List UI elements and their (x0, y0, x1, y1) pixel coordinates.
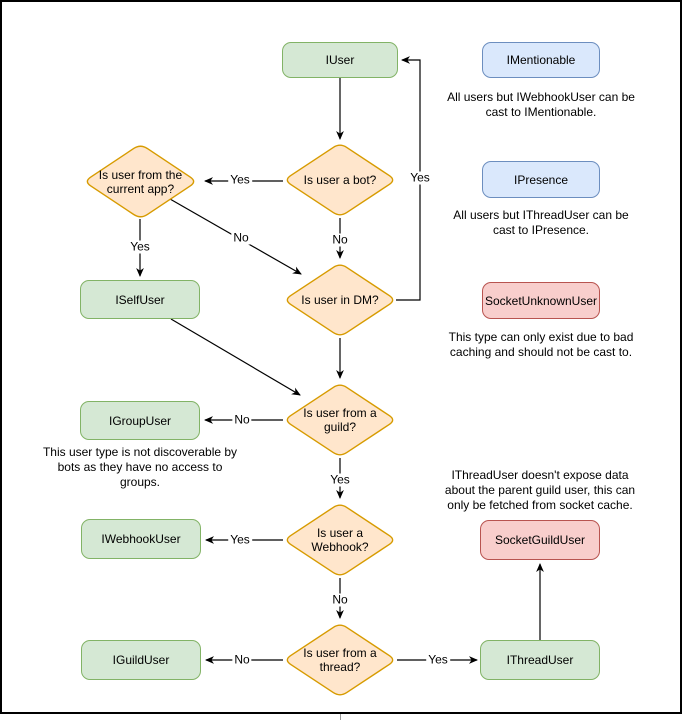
note-ithreaduser: IThreadUser doesn't expose data about th… (444, 468, 636, 512)
node-ithreaduser: IThreadUser (480, 640, 600, 680)
node-igroupuser: IGroupUser (80, 401, 200, 440)
edge-label-guild-no: No (232, 412, 252, 427)
node-iguilduser: IGuildUser (81, 640, 201, 680)
decision-is-user-a-bot-label: Is user a bot? (303, 173, 377, 187)
diamond-shape-icon (86, 145, 195, 218)
note-ipresence: All users but IThreadUser can be cast to… (453, 208, 629, 237)
node-iguilduser-label: IGuildUser (112, 653, 170, 667)
edge-label-bot-no: No (330, 232, 350, 247)
diamond-shape-icon (286, 624, 394, 696)
edge-label-bot-yes: Yes (228, 172, 252, 187)
node-iuser: IUser (282, 42, 398, 78)
decision-is-user-from-current-app: Is user from the current app? (83, 143, 198, 220)
node-igroupuser-label: IGroupUser (108, 413, 172, 428)
node-iselfuser: ISelfUser (80, 280, 200, 319)
node-iselfuser-label: ISelfUser (115, 292, 165, 307)
edge-label-webhook-no: No (330, 592, 350, 607)
node-socketunknownuser: SocketUnknownUser (482, 282, 600, 319)
node-iuser-label: IUser (325, 53, 355, 67)
edge-label-app-yes: Yes (128, 239, 152, 254)
bottom-tick-artifact (340, 714, 341, 720)
decision-is-user-from-guild: Is user from a guild? (283, 382, 397, 458)
edge-label-thread-yes: Yes (426, 652, 450, 667)
diamond-shape-icon (286, 384, 394, 456)
note-socketunknownuser: This type can only exist due to bad cach… (448, 330, 634, 359)
edge-selfuser-to-guild (170, 318, 301, 396)
node-imentionable-label: IMentionable (506, 53, 576, 67)
node-iwebhookuser: IWebhookUser (81, 519, 201, 559)
node-ipresence-label: IPresence (513, 172, 569, 187)
edge-label-dm-yes: Yes (408, 170, 432, 185)
decision-is-user-from-thread-label: Is user from a thread? (303, 646, 377, 674)
decision-is-user-in-dm-label: Is user in DM? (301, 293, 379, 307)
decision-is-user-in-dm: Is user in DM? (283, 262, 397, 338)
note-imentionable: All users but IWebhookUser can be cast t… (447, 90, 635, 119)
node-ithreaduser-label: IThreadUser (506, 653, 574, 667)
decision-is-user-from-current-app-label: Is user from the current app? (98, 167, 183, 196)
edge-label-guild-yes: Yes (328, 472, 352, 487)
node-imentionable: IMentionable (482, 42, 600, 78)
decision-is-user-from-guild-label: Is user from a guild? (303, 406, 377, 434)
decision-is-user-from-thread: Is user from a thread? (283, 622, 397, 698)
decision-is-user-a-webhook-label: Is user a Webhook? (311, 526, 369, 554)
note-igroupuser: This user type is not discoverable by bo… (42, 445, 238, 489)
node-socketunknownuser-label: SocketUnknownUser (484, 293, 598, 308)
node-ipresence: IPresence (482, 161, 600, 198)
edge-label-webhook-yes: Yes (228, 532, 252, 547)
decision-is-user-a-webhook: Is user a Webhook? (283, 502, 397, 578)
diamond-shape-icon (286, 144, 394, 216)
node-socketguilduser-label: SocketGuildUser (494, 533, 586, 547)
edge-label-app-no: No (231, 230, 251, 245)
node-iwebhookuser-label: IWebhookUser (101, 532, 181, 546)
node-socketguilduser: SocketGuildUser (480, 520, 600, 560)
diamond-shape-icon (286, 504, 394, 576)
decision-is-user-a-bot: Is user a bot? (283, 142, 397, 218)
edge-label-thread-no: No (232, 652, 252, 667)
diamond-shape-icon (286, 264, 394, 336)
